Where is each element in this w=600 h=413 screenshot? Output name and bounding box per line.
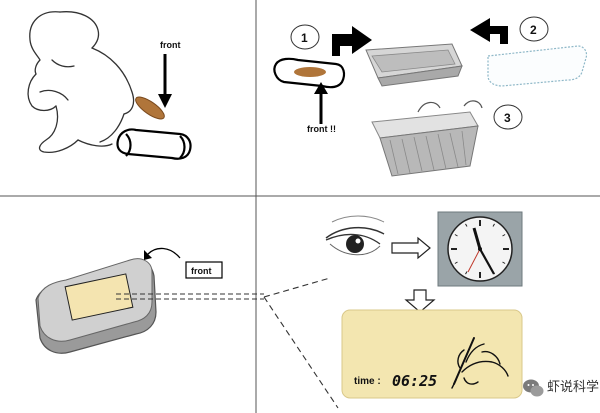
sealed-tray-with-label [35, 258, 157, 354]
front-label-box: front [185, 261, 223, 279]
step-3-number: 3 [504, 111, 511, 125]
front-label-bottom-left: front [191, 266, 212, 276]
foil-tray-sealed [371, 111, 479, 177]
wechat-logo-icon [523, 379, 544, 397]
step-2-number: 2 [530, 23, 537, 37]
foil-tray-empty [365, 43, 463, 87]
dashed-leader-lines [116, 277, 339, 409]
eye-icon [325, 215, 385, 256]
collection-paper-left [116, 128, 192, 160]
clock-hour-hand [472, 227, 482, 250]
tray-lid [487, 45, 588, 87]
step-2-badge: 2 [519, 16, 549, 42]
rotate-arrow [144, 247, 181, 260]
arrow-up-front [314, 82, 328, 124]
sample-label [64, 273, 134, 321]
time-value: 06:25 [392, 372, 437, 390]
hand-writing-icon [451, 337, 509, 389]
clock-minute-hand [479, 248, 495, 275]
arrow-step1-to-tray [332, 26, 372, 56]
person-figure [27, 11, 135, 154]
clock-second-hand [467, 248, 481, 273]
clock-icon [437, 211, 523, 287]
step-1-number: 1 [301, 31, 308, 45]
front-label-top-right: front !! [307, 124, 336, 134]
fold-arrows [417, 100, 483, 113]
arrow-down-to-note [404, 289, 436, 313]
front-label-top-left: front [160, 40, 181, 50]
time-label: time : [354, 376, 381, 387]
arrow-down-front [158, 54, 172, 108]
sample-stool [135, 96, 165, 120]
collection-paper-with-sample [273, 57, 346, 89]
note-panel: time : 06:25 [341, 309, 523, 399]
step-3-badge: 3 [493, 104, 523, 130]
watermark-text: 虾说科学 [547, 379, 599, 394]
arrow-eye-to-clock [391, 236, 431, 260]
step-1-badge: 1 [290, 24, 320, 50]
arrow-step2-to-tray [470, 18, 508, 44]
